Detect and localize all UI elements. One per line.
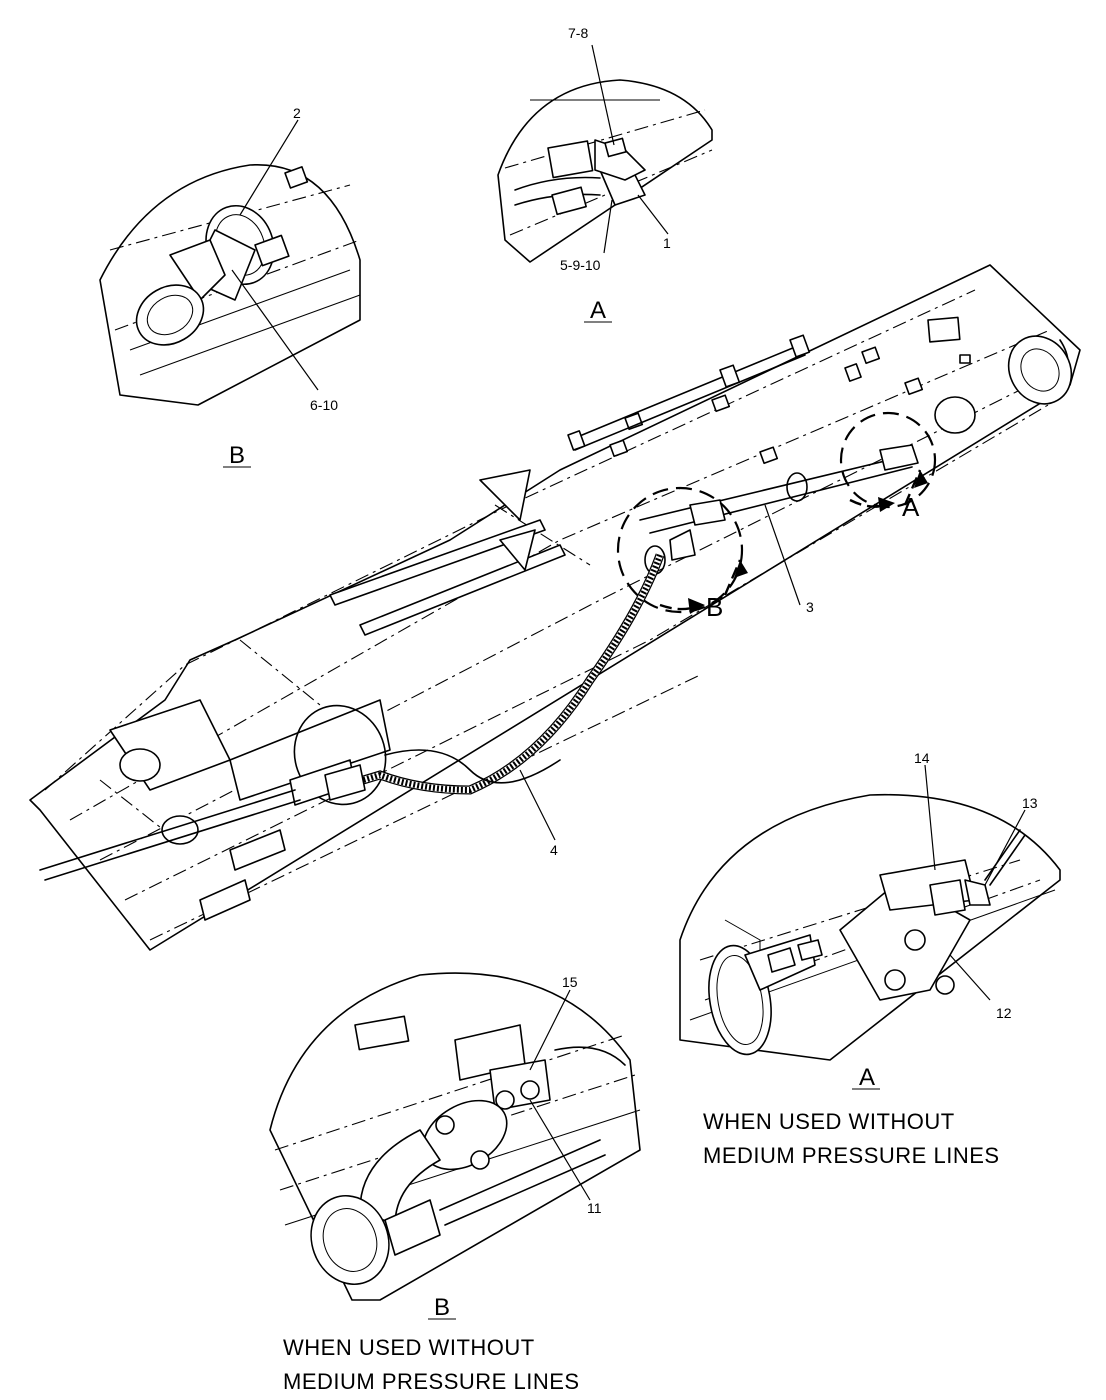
- detail-view-a-bottom: [679, 764, 1061, 1061]
- view-label-b-bottom: B: [428, 1294, 456, 1321]
- callout-6-10: 6-10: [310, 397, 338, 413]
- svg-text:A: A: [590, 297, 606, 324]
- detail-view-b-bottom: [269, 972, 641, 1301]
- callout-2: 2: [293, 105, 301, 121]
- svg-text:A: A: [859, 1064, 875, 1091]
- callout-4: 4: [550, 842, 558, 858]
- view-label-a-top: A: [584, 297, 612, 324]
- detail-view-b-top: [99, 119, 361, 406]
- boom-assembly: [29, 264, 1081, 951]
- note-left-line1: WHEN USED WITHOUT: [283, 1335, 535, 1360]
- view-label-a-bottom: A: [852, 1064, 880, 1091]
- svg-text:B: B: [229, 442, 245, 469]
- view-label-b-top: B: [223, 442, 251, 469]
- svg-text:B: B: [434, 1294, 450, 1321]
- arrow-label-a: A: [902, 492, 920, 522]
- callout-15: 15: [562, 974, 578, 990]
- arrow-label-b: B: [706, 592, 723, 622]
- leader-3: [764, 504, 801, 606]
- callout-1: 1: [663, 235, 671, 251]
- callout-5-9-10: 5-9-10: [560, 257, 601, 273]
- detail-callout-b-circle: [616, 486, 748, 614]
- note-right-line1: WHEN USED WITHOUT: [703, 1109, 955, 1134]
- callout-14: 14: [914, 750, 930, 766]
- callout-11: 11: [587, 1200, 602, 1216]
- callout-7-8: 7-8: [568, 25, 588, 41]
- note-left-line2: MEDIUM PRESSURE LINES: [283, 1369, 580, 1394]
- callout-13: 13: [1022, 795, 1038, 811]
- callout-12: 12: [996, 1005, 1012, 1021]
- note-right-line2: MEDIUM PRESSURE LINES: [703, 1143, 1000, 1168]
- detail-callout-a-circle: [839, 411, 937, 512]
- detail-view-a-top: [497, 44, 713, 263]
- leader-4: [519, 769, 556, 841]
- callout-3: 3: [806, 599, 814, 615]
